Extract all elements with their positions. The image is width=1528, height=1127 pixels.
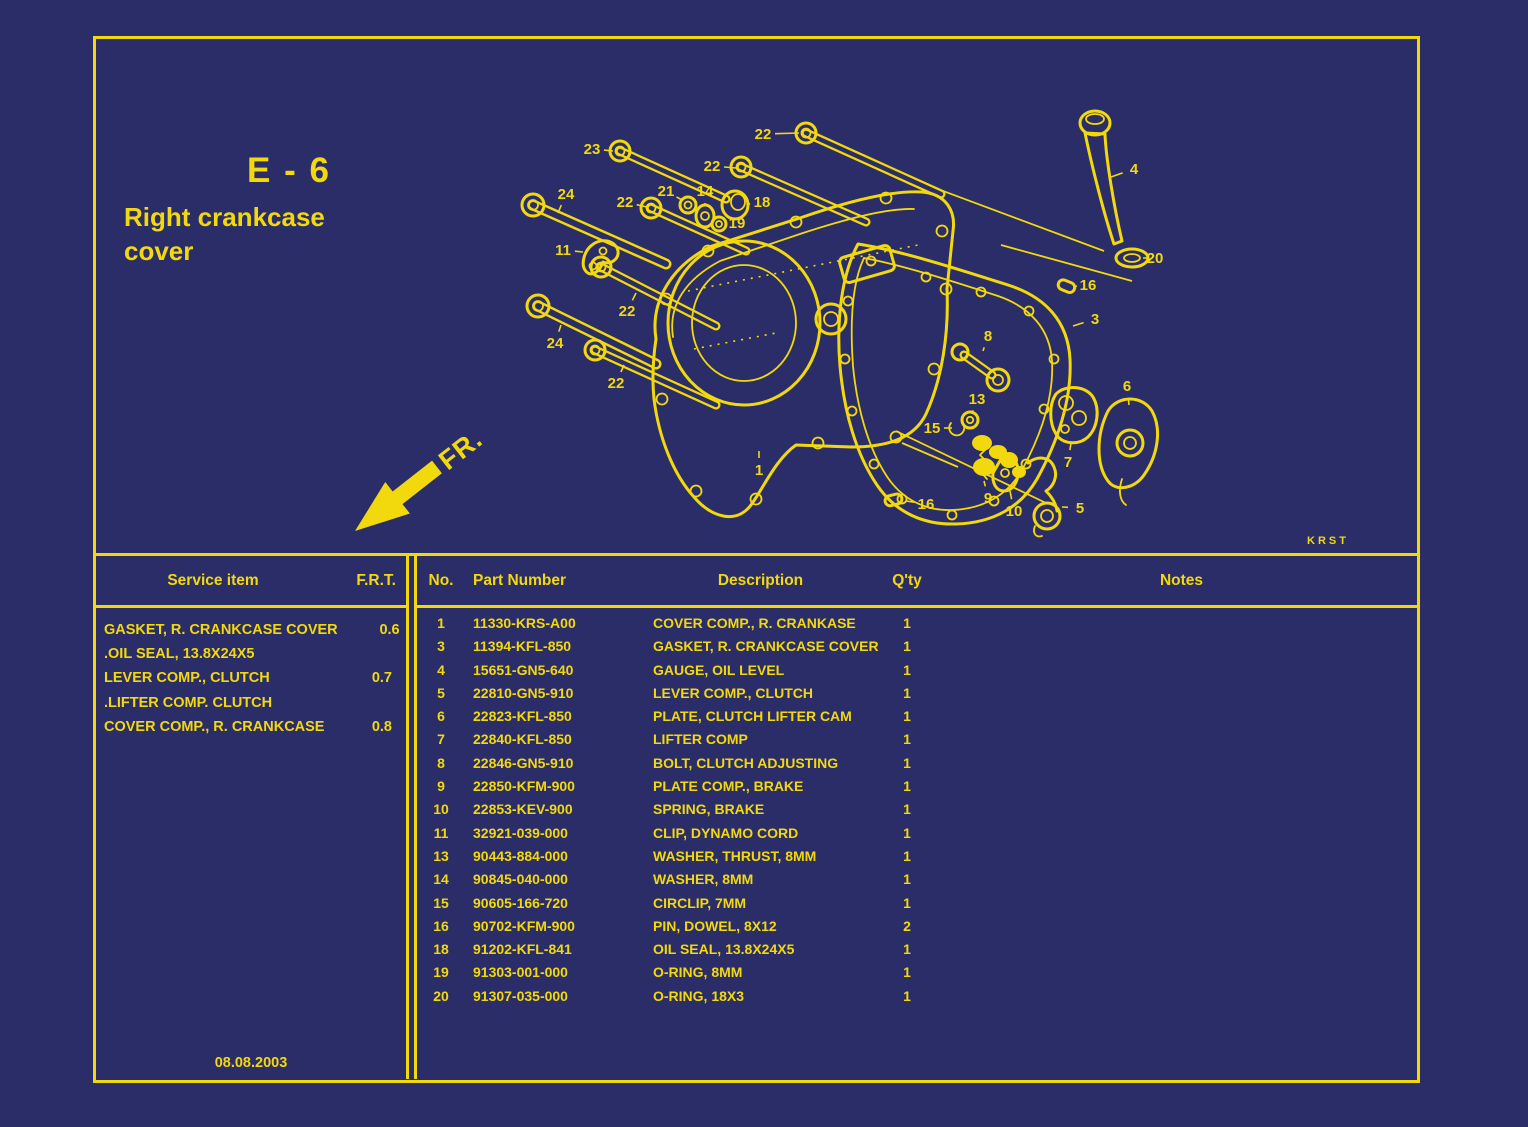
page-title: Right crankcase cover	[124, 202, 325, 266]
part-callout-6: 6	[1123, 378, 1131, 395]
part-callout-24: 24	[558, 186, 575, 203]
part-callout-22: 22	[619, 303, 636, 320]
part-callout-15: 15	[924, 420, 941, 437]
notes-header: Notes	[1159, 571, 1204, 589]
part-callout-22: 22	[704, 158, 721, 175]
part-callout-3: 3	[1091, 311, 1099, 328]
part-callout-1: 1	[755, 462, 763, 479]
part-callout-24: 24	[547, 335, 564, 352]
part-callout-16: 16	[918, 496, 935, 513]
part-callout-16: 16	[1080, 277, 1097, 294]
section-code: E - 6	[247, 151, 331, 190]
part-callout-22: 22	[608, 375, 625, 392]
part-callout-14: 14	[697, 183, 714, 200]
parts-table: No. Part Number Description Q'ty Notes 1…	[414, 556, 1417, 1079]
revision-date: 08.08.2003	[214, 1055, 288, 1071]
part-callout-8: 8	[984, 328, 992, 345]
page-frame: E - 6 Right crankcase cover	[93, 36, 1420, 1083]
part-callout-9: 9	[984, 490, 992, 507]
fr-label: FR.	[433, 424, 488, 476]
part-callout-20: 20	[1147, 250, 1164, 267]
small-parts-cluster	[883, 342, 1159, 538]
drawing-panel: E - 6 Right crankcase cover	[96, 39, 1417, 556]
title-block: E - 6 Right crankcase cover	[124, 151, 454, 269]
drawing-code-watermark: KRST	[1307, 535, 1349, 547]
part-callout-22: 22	[755, 126, 772, 143]
no-header: No.	[428, 571, 454, 589]
washer-seal-cluster	[581, 189, 750, 276]
part-callout-10: 10	[1006, 503, 1023, 520]
service-table-header: Service item F.R.T.	[96, 556, 406, 608]
oil-level-gauge	[1056, 109, 1150, 294]
part-callout-21: 21	[658, 183, 675, 200]
part-callout-18: 18	[754, 194, 771, 211]
parts-table-header: No. Part Number Description Q'ty Notes	[417, 556, 1417, 608]
service-item-header: Service item	[167, 571, 259, 589]
tables-row: Service item F.R.T. GASKET, R. CRANKCASE…	[96, 556, 1417, 1079]
gasket-outline	[837, 242, 1072, 526]
service-row: .OIL SEAL, 13.8X24X5	[104, 646, 255, 663]
frt-header: F.R.T.	[356, 571, 396, 589]
part-callout-4: 4	[1130, 161, 1139, 178]
fr-arrow-icon	[355, 460, 442, 532]
part-callout-13: 13	[969, 391, 986, 408]
fr-direction-arrow: FR.	[355, 424, 488, 532]
part-callout-23: 23	[584, 141, 601, 158]
parts-diagram: FR. KRST 2322222114181924221122242242016…	[355, 109, 1349, 547]
part-callout-19: 19	[729, 215, 746, 232]
part-number-header: Part Number	[473, 571, 567, 589]
description-header: Description	[717, 571, 804, 589]
mounting-bolts	[520, 121, 946, 410]
part-callout-11: 11	[555, 242, 571, 259]
service-table: Service item F.R.T. GASKET, R. CRANKCASE…	[96, 556, 409, 1079]
qty-header: Q'ty	[892, 571, 922, 589]
part-callout-7: 7	[1064, 454, 1072, 471]
crankcase-cover-shape	[651, 190, 956, 518]
part-callout-22: 22	[617, 194, 634, 211]
part-callout-5: 5	[1076, 500, 1084, 517]
service-row: .LIFTER COMP. CLUTCH	[104, 694, 273, 711]
